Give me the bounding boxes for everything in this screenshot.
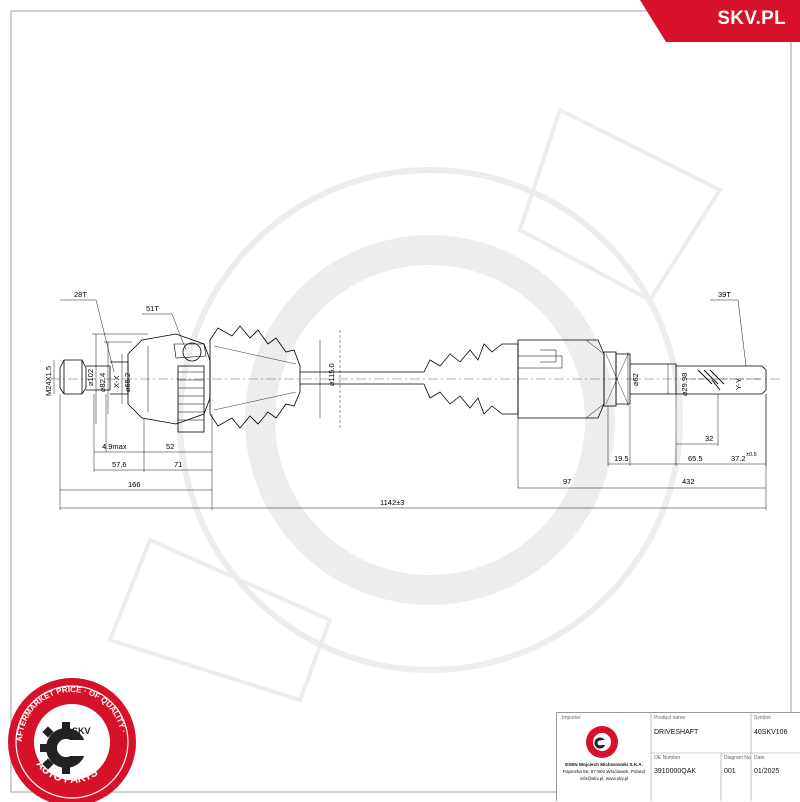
abs-ring (177, 365, 205, 433)
dia-29-98-label: ⌀29.98 (680, 373, 689, 396)
dia-62-label: ⌀62 (631, 373, 640, 386)
dimension-lines (53, 299, 767, 510)
date-value: 01/2025 (754, 768, 780, 775)
title-block: Importer ESEN Wojciech Michorowski S.K.A… (556, 712, 800, 801)
importer-address: Papiezka 69, 87-800 Wloclawek, Poland (562, 769, 646, 774)
dim-432: 432 (682, 477, 695, 486)
diagram-number-value: 001 (724, 768, 736, 775)
thread-label: M24X1.5 (44, 366, 53, 396)
quality-seal: AFTERMARKET PRICE · OF QUALITY · AUTO PA… (8, 678, 136, 802)
dim-37-2: 37.2 (731, 454, 746, 463)
oe-number-caption: OE Number (654, 755, 681, 761)
dim-52: 52 (166, 442, 174, 451)
diagram-number-caption: Diagram No (724, 755, 751, 761)
importer-name: ESEN Wojciech Michorowski S.K.A. (565, 762, 643, 767)
oe-number-value: 3910000QAK (654, 768, 697, 775)
brand-logo-text: SKV.PL (717, 8, 786, 29)
dia-115-label: ⌀115.0 (327, 363, 336, 386)
drawing-border (10, 10, 792, 793)
nut (59, 359, 87, 395)
section-xx-label: X-X (112, 375, 121, 388)
dim-166: 166 (128, 480, 141, 489)
symbol-value: 40SKV106 (754, 729, 788, 736)
importer-caption: Importer (562, 715, 581, 721)
gear-icon (40, 722, 92, 774)
dia-82-4-label: ⌀82.4 (98, 373, 107, 392)
dim-1142: 1142±3 (380, 498, 404, 507)
dim-37-2-tolerance: ±0.5 (746, 452, 757, 458)
dia-65-2-label: ⌀65.2 (123, 373, 132, 392)
section-yy-label: Y-Y (734, 378, 743, 390)
main-shaft (300, 371, 424, 385)
outer-boot (209, 325, 301, 429)
watermark-logo (107, 107, 723, 703)
dim-71: 71 (174, 460, 182, 469)
callout-28t: 28T (74, 290, 87, 299)
importer-contact: info@skv.pl, www.skv.pl (579, 776, 629, 781)
importer-logo (586, 726, 618, 758)
dim-19-5: 19.5 (614, 454, 629, 463)
product-name: DRIVESHAFT (654, 729, 699, 736)
callout-39t: 39T (718, 290, 731, 299)
dim-4-9max: 4.9max (102, 442, 127, 451)
driveshaft-outline (50, 325, 780, 433)
dim-32: 32 (705, 434, 713, 443)
date-caption: Date (754, 755, 765, 761)
callout-51t: 51T (146, 304, 159, 313)
symbol-caption: Symbol (754, 715, 771, 721)
brand-tab-shape (640, 0, 800, 42)
stub-shaft (86, 365, 111, 391)
dia-102-label: ⌀102 (86, 369, 95, 386)
dim-57-6: 57.6 (112, 460, 127, 469)
dim-97: 97 (563, 477, 571, 486)
product-name-caption: Product name (654, 715, 686, 721)
seal-center-text: SKV (72, 726, 91, 736)
title-block-grid (650, 713, 800, 801)
dim-65-5: 65.5 (688, 454, 703, 463)
